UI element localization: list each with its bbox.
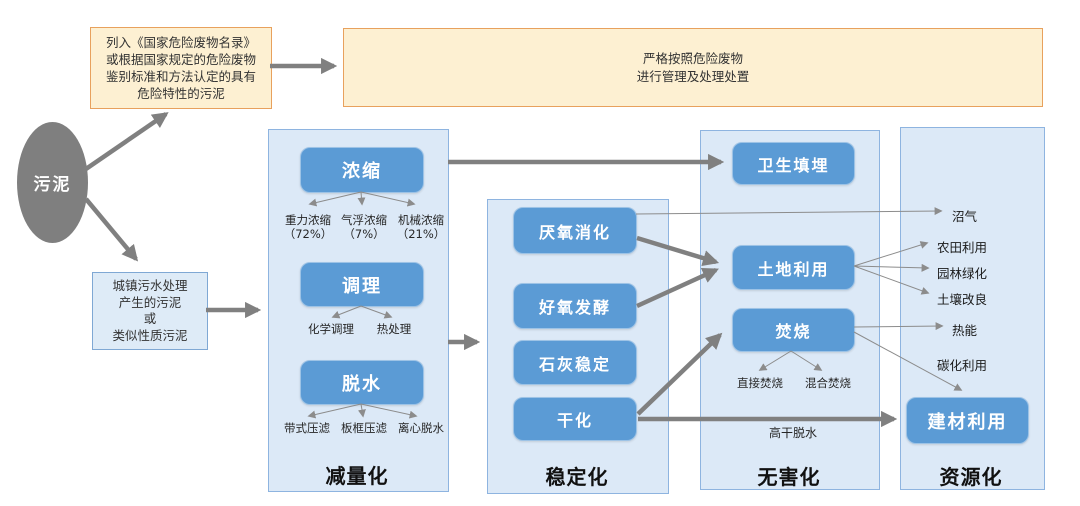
node-dewatering: 脱水 (300, 360, 424, 405)
arrow-sludge-to-municipal (84, 197, 139, 262)
node-sanitary-landfill: 卫生填埋 (732, 142, 855, 185)
node-concentration: 浓缩 (300, 147, 424, 193)
sludge-source-node: 污泥 (17, 122, 88, 243)
node-incineration: 焚烧 (732, 308, 855, 352)
sub-plate-frame-press: 板框压滤 (341, 421, 387, 435)
output-soil-improvement: 土壤改良 (937, 292, 988, 307)
output-heat-energy: 热能 (952, 323, 978, 338)
output-biogas: 沼气 (952, 209, 978, 224)
node-anaerobic-digestion: 厌氧消化 (513, 207, 637, 254)
sub-heat-treatment: 热处理 (376, 322, 412, 336)
output-landscaping: 园林绿化 (937, 266, 988, 281)
sub-mixed-incineration: 混合焚烧 (805, 376, 851, 390)
column-label-stabilization: 稳定化 (545, 465, 609, 489)
node-lime-stabilization: 石灰稳定 (513, 340, 637, 385)
node-land-use: 土地利用 (732, 245, 855, 290)
sub-flotation-concentration: 气浮浓缩 （7%） (341, 213, 387, 241)
sub-gravity-concentration: 重力浓缩 （72%） (283, 213, 333, 241)
node-aerobic-fermentation: 好氧发酵 (513, 283, 637, 329)
output-carbonization-use: 碳化利用 (937, 358, 988, 373)
sub-direct-incineration: 直接焚烧 (737, 376, 783, 390)
sludge-source-label: 污泥 (33, 175, 72, 195)
arrow-sludge-to-criteria (81, 112, 169, 173)
sub-mechanical-concentration: 机械浓缩 （21%） (396, 213, 446, 241)
output-farmland-use: 农田利用 (937, 240, 988, 255)
sub-belt-press: 带式压滤 (284, 421, 330, 435)
column-label-reduction: 减量化 (325, 464, 389, 488)
sub-chemical-conditioning: 化学调理 (308, 322, 354, 336)
edge-label-high-dry-dewatering: 高干脱水 (768, 426, 817, 440)
column-label-harmless: 无害化 (757, 465, 821, 489)
hazard-criteria-box: 列入《国家危险废物名录》 或根据国家规定的危险废物 鉴别标准和方法认定的具有 危… (90, 27, 272, 109)
node-drying: 干化 (513, 397, 637, 441)
node-conditioning: 调理 (300, 262, 424, 307)
municipal-sludge-box: 城镇污水处理 产生的污泥 或 类似性质污泥 (92, 272, 208, 350)
sub-centrifugal-dewatering: 离心脱水 (398, 421, 444, 435)
node-building-material-use: 建材利用 (906, 397, 1029, 444)
hazard-disposal-box: 严格按照危险废物 进行管理及处理处置 (343, 28, 1043, 107)
column-label-resource: 资源化 (939, 465, 1003, 489)
